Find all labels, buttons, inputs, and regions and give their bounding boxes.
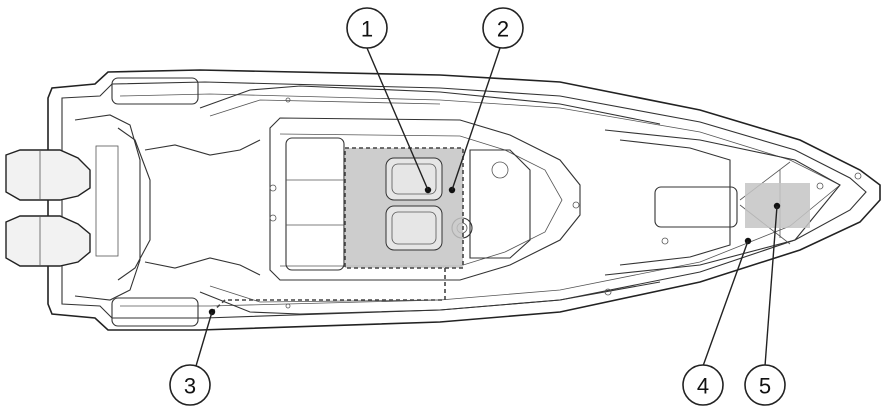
callout-2: 2: [482, 7, 524, 49]
engine-upper: [5, 149, 91, 201]
leader-line-1: [366, 47, 429, 191]
stern: [74, 114, 261, 301]
leader-line-4: [702, 240, 749, 367]
callout-1-label: 1: [361, 17, 373, 42]
callout-2-label: 2: [497, 17, 509, 42]
callout-5-label: 5: [759, 374, 771, 399]
side-rails: [199, 85, 661, 315]
leader-line-2: [451, 47, 501, 191]
fuel-line-route: [211, 268, 446, 313]
outboard-engines: [5, 149, 91, 267]
cockpit-dashed-outline: [344, 147, 464, 269]
details: [269, 97, 862, 309]
callout-4-label: 4: [697, 374, 709, 399]
callout-3: 3: [169, 364, 211, 406]
stern-lockers: [111, 77, 199, 327]
callout-5: 5: [744, 364, 786, 406]
callout-3-label: 3: [184, 374, 196, 399]
cockpit: [269, 117, 581, 281]
callout-4: 4: [682, 364, 724, 406]
engine-lower: [5, 215, 91, 267]
callout-1: 1: [346, 7, 388, 49]
leader-line-5: [764, 205, 778, 367]
leader-line-3: [195, 311, 213, 367]
